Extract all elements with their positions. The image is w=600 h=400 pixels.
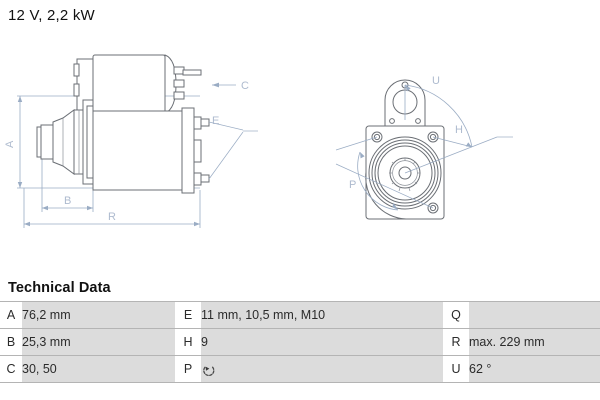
table-row: B 25,3 mm H 9 R max. 229 mm bbox=[0, 328, 600, 356]
callout-label-e: E bbox=[212, 115, 219, 127]
table-row: A 76,2 mm E 11 mm, 10,5 mm, M10 Q bbox=[0, 301, 600, 329]
callout-u: U bbox=[404, 75, 473, 148]
motor-body bbox=[92, 107, 210, 194]
row-key-c: C bbox=[0, 355, 22, 383]
callout-c: C bbox=[212, 80, 249, 92]
callout-label-h: H bbox=[455, 124, 463, 136]
row-value-r: max. 229 mm bbox=[469, 328, 600, 356]
row-value-p bbox=[201, 355, 443, 383]
page-title: 12 V, 2,2 kW bbox=[8, 7, 95, 24]
row-value-a: 76,2 mm bbox=[22, 301, 175, 329]
technical-data-table: A 76,2 mm E 11 mm, 10,5 mm, M10 Q B 25,3… bbox=[0, 301, 600, 383]
callout-e: E bbox=[208, 115, 258, 180]
row-value-b: 25,3 mm bbox=[22, 328, 175, 356]
row-key-u: U bbox=[443, 355, 469, 383]
technical-data-heading: Technical Data bbox=[8, 280, 111, 296]
row-key-e: E bbox=[175, 301, 201, 329]
row-value-u: 62 ° bbox=[469, 355, 600, 383]
callout-h: H bbox=[404, 124, 513, 174]
callout-label-p: P bbox=[349, 179, 356, 191]
callout-label-a: A bbox=[4, 140, 16, 148]
row-key-b: B bbox=[0, 328, 22, 356]
row-value-h: 9 bbox=[201, 328, 443, 356]
row-key-h: H bbox=[175, 328, 201, 356]
callout-p: P bbox=[349, 151, 399, 211]
drive-end-housing bbox=[36, 109, 84, 175]
callout-label-r: R bbox=[108, 211, 116, 223]
row-key-p: P bbox=[175, 355, 201, 383]
row-value-q bbox=[469, 301, 600, 329]
row-key-a: A bbox=[0, 301, 22, 329]
callout-label-b: B bbox=[64, 195, 71, 207]
technical-data-section: Technical Data A 76,2 mm E 11 mm, 10,5 m… bbox=[0, 280, 600, 383]
mounting-flange-side bbox=[82, 99, 94, 185]
row-value-c: 30, 50 bbox=[22, 355, 175, 383]
callout-label-c: C bbox=[241, 80, 249, 92]
row-key-r: R bbox=[443, 328, 469, 356]
row-key-q: Q bbox=[443, 301, 469, 329]
callout-label-u: U bbox=[432, 75, 440, 87]
table-row: C 30, 50 P U 62 ° bbox=[0, 355, 600, 383]
rotation-clockwise-icon bbox=[201, 361, 216, 377]
technical-drawing: .ol { fill:none; stroke:#6b6f75; stroke-… bbox=[0, 40, 600, 270]
flange-leaders bbox=[335, 136, 434, 209]
row-value-e: 11 mm, 10,5 mm, M10 bbox=[201, 301, 443, 329]
